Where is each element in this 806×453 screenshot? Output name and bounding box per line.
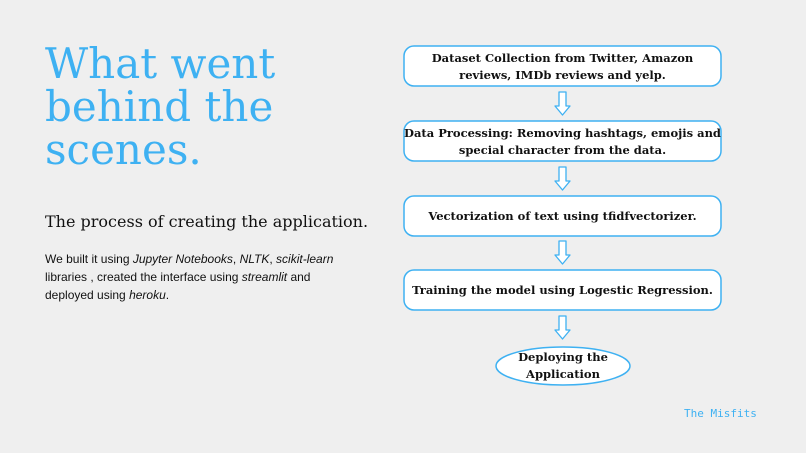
step-5-line-1: Deploying the: [518, 350, 608, 364]
page-subtitle: The process of creating the application.: [45, 212, 369, 231]
step-box-vectorization: [403, 195, 722, 237]
footer-brand: The Misfits: [684, 407, 757, 420]
down-arrow-icon: [554, 91, 571, 116]
scikit-learn-text: scikit-learn: [276, 252, 334, 266]
step-2-line-2: special character from the data.: [459, 143, 666, 157]
page-title: What went behind the scenes.: [45, 39, 276, 174]
down-arrow-icon: [554, 166, 571, 191]
step-5-line-2: Application: [525, 367, 601, 381]
description-part-2: ,: [232, 252, 240, 266]
down-arrow-icon: [554, 315, 571, 340]
jupyter-notebooks-text: Jupyter Notebooks: [132, 252, 233, 266]
description-part-1: We built it using: [45, 252, 133, 266]
heroku-text: heroku: [129, 288, 166, 302]
description-part-5: and deployed using: [45, 270, 311, 302]
step-3-line-1: Vectorization of text using tfidfvectori…: [427, 209, 696, 223]
step-2-line-1: Data Processing: Removing hashtags, emoj…: [404, 126, 721, 140]
step-1-line-2: reviews, IMDb reviews and yelp.: [459, 68, 666, 82]
step-4-line-1: Training the model using Logestic Regres…: [412, 283, 713, 297]
description-part-4: libraries , created the interface using: [45, 270, 242, 284]
description-text: We built it using Jupyter Notebooks, NLT…: [45, 250, 345, 304]
description-part-6: .: [165, 288, 170, 302]
down-arrow-icon: [554, 240, 571, 265]
step-box-dataset-collection: [403, 45, 722, 87]
step-1-line-1: Dataset Collection from Twitter, Amazon: [432, 51, 694, 65]
step-box-data-processing: [403, 120, 722, 162]
step-ellipse-deploying: [495, 346, 631, 386]
description-part-3: ,: [269, 252, 277, 266]
nltk-text: NLTK: [239, 252, 270, 266]
streamlit-text: streamlit: [241, 270, 288, 284]
step-box-training: [403, 269, 722, 311]
